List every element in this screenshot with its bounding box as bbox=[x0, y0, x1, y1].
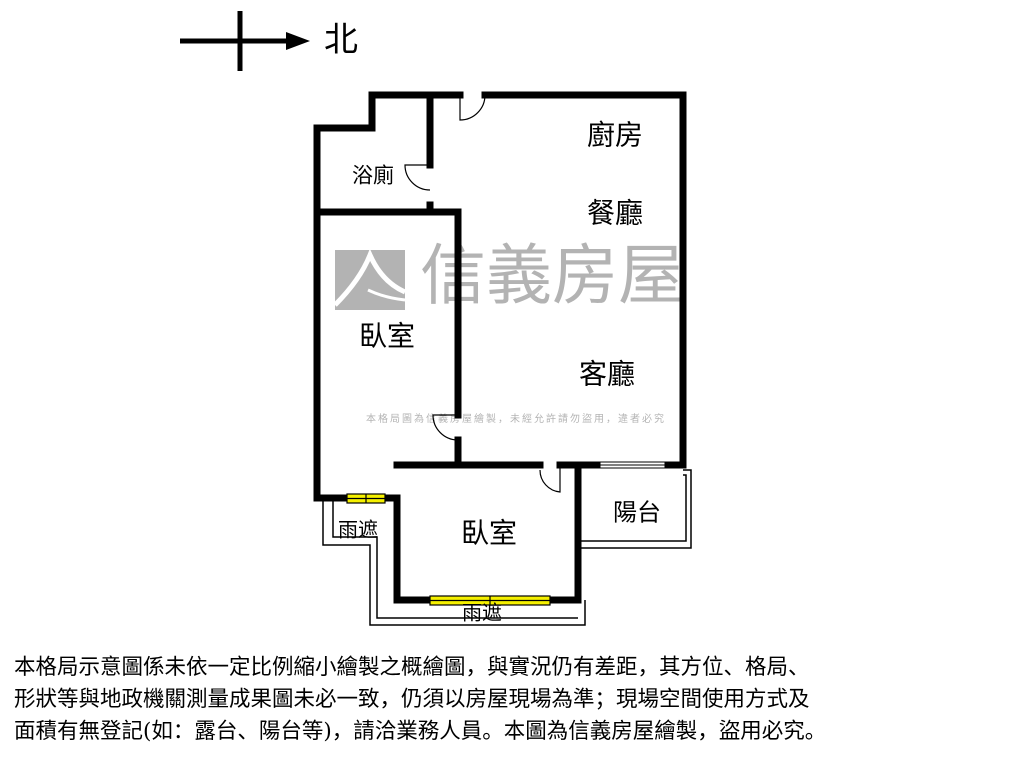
watermark-notice: 本格局圖為信義房屋繪製，未經允許請勿盜用，違者必究 bbox=[366, 412, 666, 425]
disclaimer-line: 本格局示意圖係未依一定比例縮小繪製之概繪圖，與實況仍有差距，其方位、格局、 bbox=[14, 655, 810, 680]
rain-cover-outline bbox=[322, 469, 692, 626]
window-icon bbox=[429, 595, 551, 606]
room-label-bathroom: 浴廁 bbox=[352, 164, 394, 188]
door-icon bbox=[404, 94, 561, 493]
disclaimer-line: 形狀等與地政機關測量成果圖未必一致，仍須以房屋現場為準；現場空間使用方式及 bbox=[14, 687, 810, 712]
compass-label: 北 bbox=[324, 20, 358, 60]
room-label-kitchen: 廚房 bbox=[587, 119, 643, 152]
room-label-rain-cover-1: 雨遮 bbox=[338, 518, 378, 542]
room-label-balcony: 陽台 bbox=[613, 499, 661, 527]
sliding-door-icon bbox=[599, 461, 666, 469]
brand-logo-icon bbox=[333, 248, 407, 310]
watermark-brand: 信義房屋 bbox=[420, 237, 684, 314]
room-label-dining: 餐廳 bbox=[587, 197, 643, 230]
north-arrow-icon bbox=[180, 11, 310, 71]
disclaimer-line: 面積有無登記(如：露台、陽台等)，請洽業務人員。本圖為信義房屋繪製，盜用必究。 bbox=[14, 719, 827, 744]
room-label-bedroom-2: 臥室 bbox=[461, 517, 517, 550]
watermark: 信義房屋 本格局圖為信義房屋繪製，未經允許請勿盜用，違者必究 bbox=[333, 237, 684, 425]
window-icon bbox=[346, 493, 386, 504]
room-label-bedroom-1: 臥室 bbox=[359, 320, 415, 353]
room-label-rain-cover-2: 雨遮 bbox=[462, 601, 502, 625]
room-label-living: 客廳 bbox=[579, 358, 635, 391]
disclaimer: 本格局示意圖係未依一定比例縮小繪製之概繪圖，與實況仍有差距，其方位、格局、 形狀… bbox=[14, 652, 1019, 748]
walls bbox=[313, 91, 687, 604]
